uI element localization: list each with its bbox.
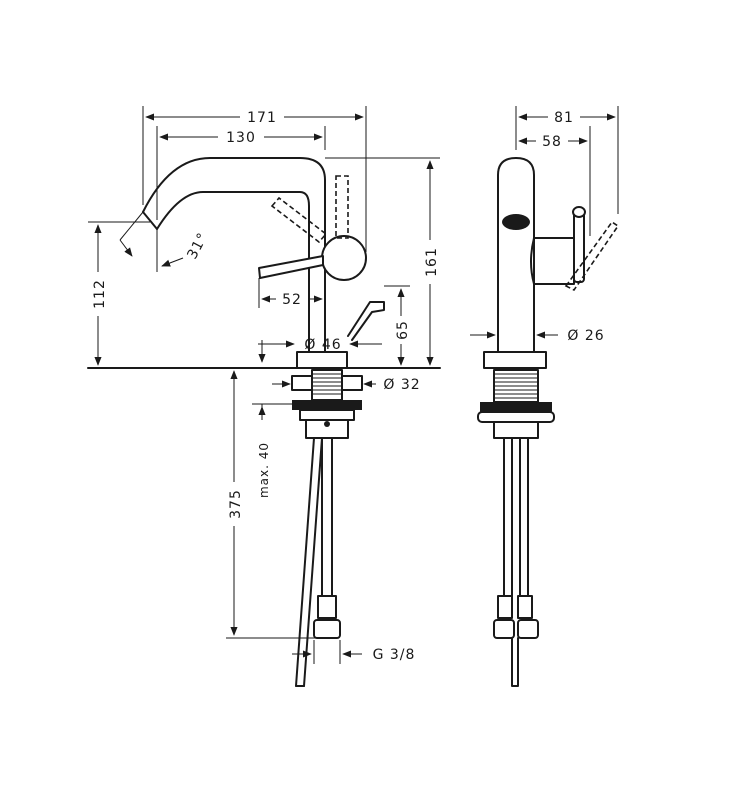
thread-lines xyxy=(312,373,342,395)
hose-ferrule xyxy=(317,595,337,619)
pop-up-rod xyxy=(347,301,385,341)
front-pop-up-rod xyxy=(511,637,519,687)
dim-112: 112 xyxy=(92,279,108,309)
dim-161: 161 xyxy=(424,247,440,277)
dim-81: 81 xyxy=(554,110,574,126)
dim-52: 52 xyxy=(282,292,302,308)
front-handle-hub xyxy=(533,237,575,285)
front-fixing-plate xyxy=(480,402,552,412)
front-body xyxy=(497,157,535,353)
spout-outlet xyxy=(142,211,158,230)
handle-hub xyxy=(321,235,367,281)
dim-g38: G 3/8 xyxy=(373,647,416,663)
spout-inner-outline xyxy=(156,191,310,353)
shank-nut-left xyxy=(291,375,313,391)
fixing-plate xyxy=(292,400,362,410)
front-thread-lines xyxy=(494,373,538,399)
dim-65: 65 xyxy=(395,320,411,340)
dim-max-40: max. 40 xyxy=(257,442,271,498)
pop-up-rod-lower xyxy=(295,437,323,687)
spout-outline xyxy=(142,157,326,253)
aerator-ellipse xyxy=(502,214,530,230)
front-connector-left xyxy=(493,619,515,639)
dim-130: 130 xyxy=(226,130,256,146)
dim-171: 171 xyxy=(247,110,277,126)
dim-d46: Ø 46 xyxy=(304,337,341,353)
front-lever-alt xyxy=(564,220,620,292)
side-view: 171 130 31° 112 161 52 65 xyxy=(87,106,441,687)
g38-connector xyxy=(313,619,341,639)
handle-lever xyxy=(258,255,324,279)
lever-alt-vertical xyxy=(335,175,349,239)
front-lock-nut xyxy=(493,421,539,439)
dim-31-deg: 31° xyxy=(184,230,211,262)
lock-nut xyxy=(305,419,349,439)
base-rosette xyxy=(296,351,348,369)
screw-dot xyxy=(324,421,330,427)
dim-d32: Ø 32 xyxy=(383,377,420,393)
dim-375: 375 xyxy=(228,489,244,519)
front-washer xyxy=(477,411,555,423)
dim-d26: Ø 26 xyxy=(567,328,604,344)
front-connector-right xyxy=(517,619,539,639)
washer xyxy=(299,409,355,421)
shank-nut-right xyxy=(341,375,363,391)
front-base-rosette xyxy=(483,351,547,369)
dim-58: 58 xyxy=(542,134,562,150)
lever-alt-diagonal xyxy=(270,196,328,244)
front-view: 81 58 Ø 26 xyxy=(470,106,620,687)
